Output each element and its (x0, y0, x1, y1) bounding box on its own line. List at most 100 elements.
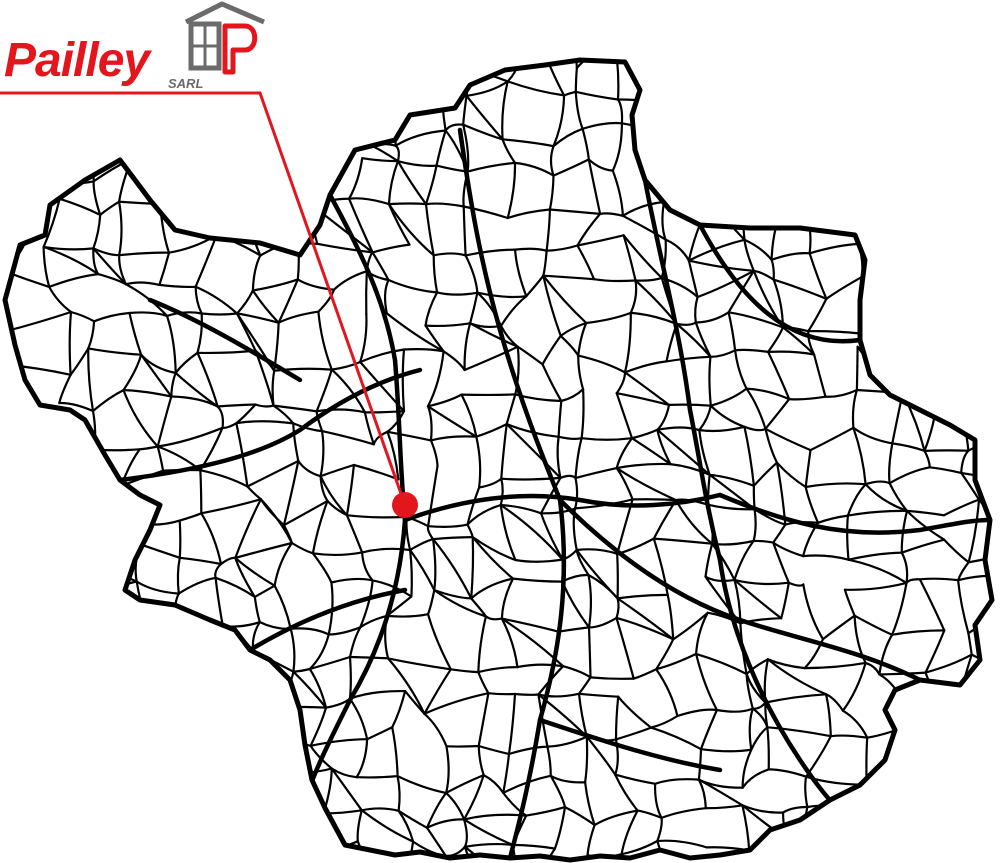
commune-border (574, 90, 584, 130)
commune-border (899, 213, 924, 217)
commune-border (200, 498, 262, 515)
commune-border (711, 542, 736, 581)
commune-border (234, 541, 293, 559)
commune-border (445, 774, 485, 794)
commune-border (423, 712, 448, 748)
commune-border (320, 46, 360, 55)
commune-border (97, 273, 128, 286)
commune-border (687, 238, 746, 262)
commune-border (89, 524, 99, 563)
commune-border (272, 404, 295, 425)
commune-border (315, 410, 324, 433)
commune-border (477, 615, 487, 674)
commune-border (92, 180, 102, 216)
commune-border (122, 828, 149, 860)
commune-border (348, 197, 374, 254)
commune-border (733, 539, 755, 581)
commune-border (463, 345, 519, 372)
commune-border (476, 291, 528, 299)
commune-border (424, 291, 439, 327)
commune-border (956, 195, 992, 209)
commune-border (391, 690, 407, 729)
commune-border (931, 278, 972, 296)
commune-border (743, 238, 773, 261)
commune-border (365, 270, 368, 315)
commune-border (463, 845, 481, 860)
commune-border (919, 128, 942, 180)
commune-border (383, 278, 390, 315)
commune-border (698, 429, 711, 476)
commune-border (734, 348, 770, 353)
commune-border (253, 584, 276, 598)
commune-border (330, 368, 366, 414)
commune-border (284, 203, 313, 223)
commune-border (48, 285, 73, 314)
commune-border (63, 555, 92, 563)
commune-border (477, 671, 490, 695)
commune-border (359, 60, 405, 87)
commune-border (623, 360, 668, 374)
commune-border (575, 15, 630, 18)
commune-border (965, 94, 980, 141)
commune-border (810, 0, 829, 12)
commune-border (91, 784, 99, 814)
location-dot-icon (392, 492, 418, 518)
commune-border (576, 234, 625, 247)
commune-border (656, 839, 671, 860)
commune-border (348, 157, 364, 200)
commune-border (309, 90, 362, 111)
commune-border (553, 806, 567, 850)
commune-border (935, 782, 946, 832)
commune-border (5, 732, 14, 774)
commune-border (733, 90, 745, 137)
commune-border (923, 449, 931, 469)
commune-border (927, 734, 946, 785)
commune-border (849, 95, 868, 130)
commune-border (941, 61, 969, 72)
commune-border (587, 573, 619, 600)
commune-border (821, 614, 856, 641)
commune-border (174, 351, 199, 374)
commune-border (294, 90, 312, 103)
commune-border (200, 512, 223, 566)
commune-border (880, 84, 922, 131)
commune-border (864, 480, 891, 486)
commune-border (688, 60, 699, 108)
commune-border (580, 388, 585, 440)
commune-border (574, 477, 579, 510)
commune-border (767, 768, 808, 778)
commune-border (56, 581, 107, 597)
commune-border (709, 200, 746, 209)
commune-border (425, 818, 466, 829)
commune-border (620, 809, 639, 856)
commune-border (445, 791, 466, 821)
commune-border (587, 616, 618, 629)
commune-border (505, 393, 517, 426)
commune-border (287, 60, 297, 103)
commune-border (699, 748, 753, 753)
commune-border (499, 477, 504, 507)
commune-border (290, 0, 296, 32)
commune-border (847, 558, 908, 584)
commune-border (580, 437, 634, 441)
commune-border (14, 120, 32, 185)
commune-border (290, 541, 314, 555)
commune-border (238, 699, 281, 708)
commune-border (471, 536, 515, 580)
commune-border (7, 580, 61, 636)
commune-border (656, 428, 672, 466)
commune-border (737, 60, 745, 94)
commune-border (477, 692, 490, 748)
commune-border (611, 169, 624, 217)
commune-border (128, 311, 169, 317)
commune-border (767, 350, 816, 356)
commune-border (927, 712, 946, 737)
commune-border (54, 667, 104, 679)
commune-border (170, 395, 219, 408)
commune-border (94, 466, 99, 527)
commune-border (177, 576, 217, 595)
commune-border (813, 353, 827, 398)
commune-border (710, 134, 736, 140)
commune-border (330, 360, 362, 371)
commune-border (967, 548, 992, 564)
